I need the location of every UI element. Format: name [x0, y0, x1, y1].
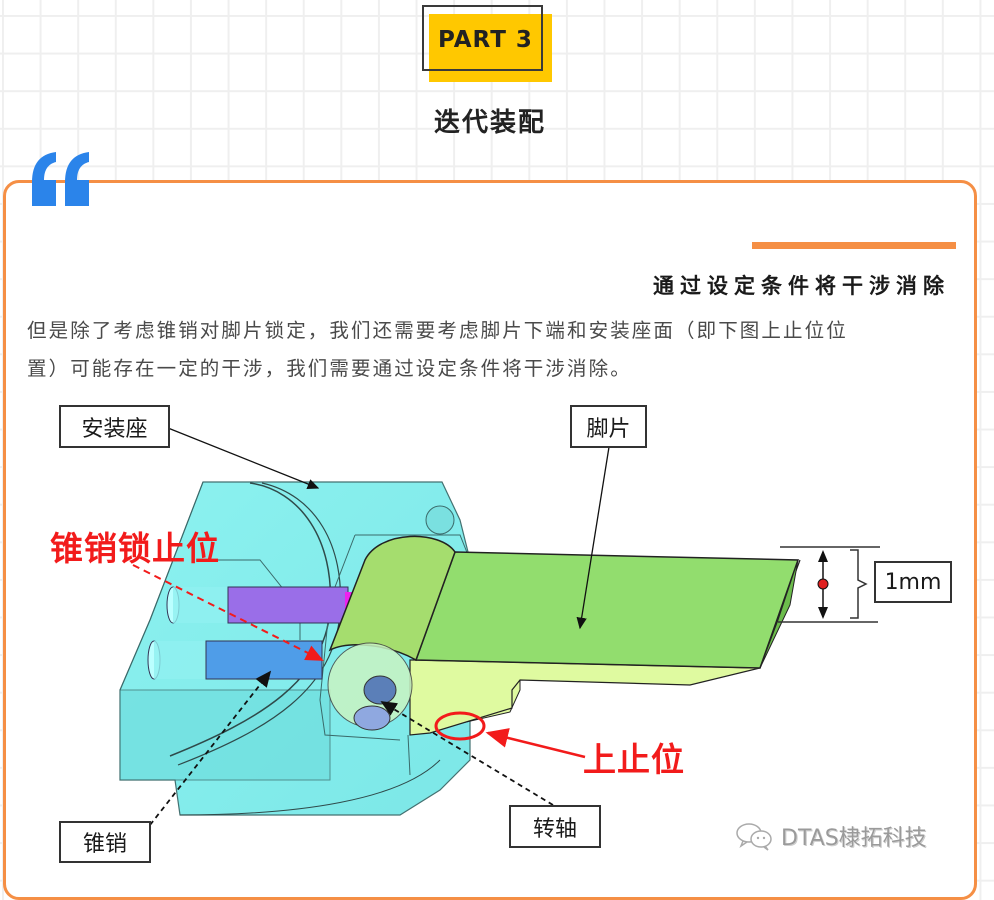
- taper-pin-leader: [149, 670, 272, 826]
- upper-taper-pin: [166, 586, 363, 624]
- watermark: DTAS棣拓科技: [735, 820, 927, 852]
- wechat-icon: [736, 823, 772, 851]
- left-double-quote-icon: [32, 152, 89, 206]
- part-label: PART 3: [438, 27, 533, 53]
- top-stop-marker: [434, 711, 486, 741]
- label-shaft: 转轴: [509, 805, 601, 848]
- label-pin-lock-stop: 锥销锁止位: [50, 529, 220, 568]
- label-taper-pin: 锥销: [59, 821, 151, 863]
- label-top-stop: 上止位: [583, 740, 685, 779]
- section-title: 迭代装配: [433, 108, 546, 138]
- part-badge-frame: [422, 5, 543, 71]
- assembly-diagram: 安装座 脚片 1mm 锥销 转轴 锥销锁止位 上止位: [0, 395, 994, 870]
- watermark-text: DTAS棣拓科技: [781, 826, 927, 851]
- part-badge: PART 3: [422, 5, 554, 83]
- label-foot-piece: 脚片: [570, 405, 647, 448]
- label-mount-seat: 安装座: [59, 405, 170, 448]
- cad-illustration: [119, 427, 880, 826]
- label-dimension: 1mm: [874, 561, 952, 603]
- body-line-2: 置）可能存在一定的干涉，我们需要通过设定条件将干涉消除。: [27, 357, 632, 380]
- body-line-1: 但是除了考虑锥销对脚片锁定，我们还需要考虑脚片下端和安装座面（即下图上止位位: [27, 319, 848, 342]
- body-paragraph: 但是除了考虑锥销对脚片锁定，我们还需要考虑脚片下端和安装座面（即下图上止位位 置…: [27, 312, 962, 388]
- top-stop-leader: [485, 728, 586, 759]
- dimension-indicator: [778, 546, 880, 623]
- sub-heading: 通过设定条件将干涉消除: [653, 274, 950, 298]
- mount-seat-leader: [167, 427, 320, 489]
- foot-piece: [327, 535, 801, 736]
- shaft-leader: [380, 701, 554, 806]
- foot-piece-leader: [576, 446, 610, 630]
- accent-divider: [752, 242, 956, 249]
